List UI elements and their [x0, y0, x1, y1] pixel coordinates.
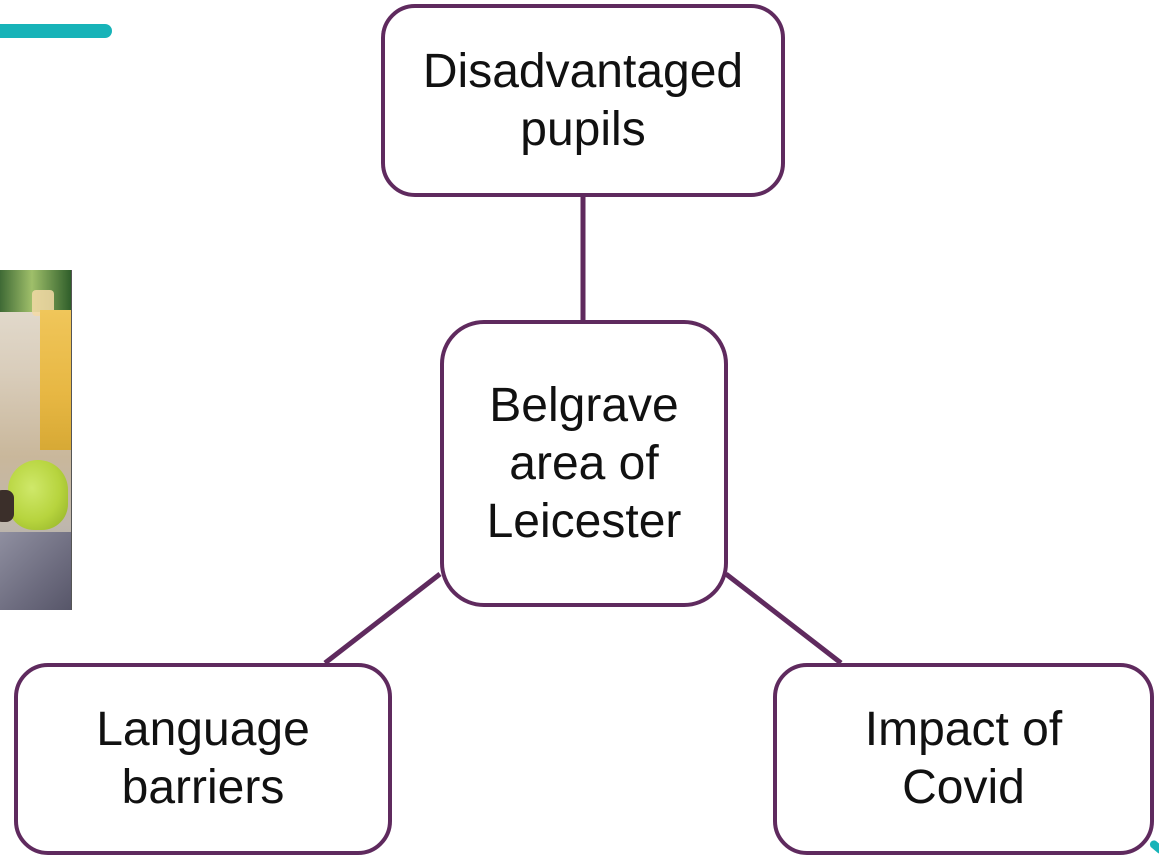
classroom-photo	[0, 270, 72, 610]
photo-lamp	[32, 290, 54, 316]
node-impact-of-covid: Impact of Covid	[773, 663, 1154, 855]
connector-right	[724, 572, 843, 665]
node-disadvantaged-pupils: Disadvantaged pupils	[381, 4, 785, 197]
node-language-barriers: Language barriers	[14, 663, 392, 855]
photo-hand	[0, 490, 14, 522]
photo-table	[0, 532, 71, 610]
photo-yellow-pillar	[40, 310, 71, 450]
connector-left	[323, 572, 442, 665]
teal-accent-bar	[0, 24, 112, 38]
node-belgrave-area: Belgrave area of Leicester	[440, 320, 728, 607]
photo-green-bowl	[8, 460, 68, 530]
